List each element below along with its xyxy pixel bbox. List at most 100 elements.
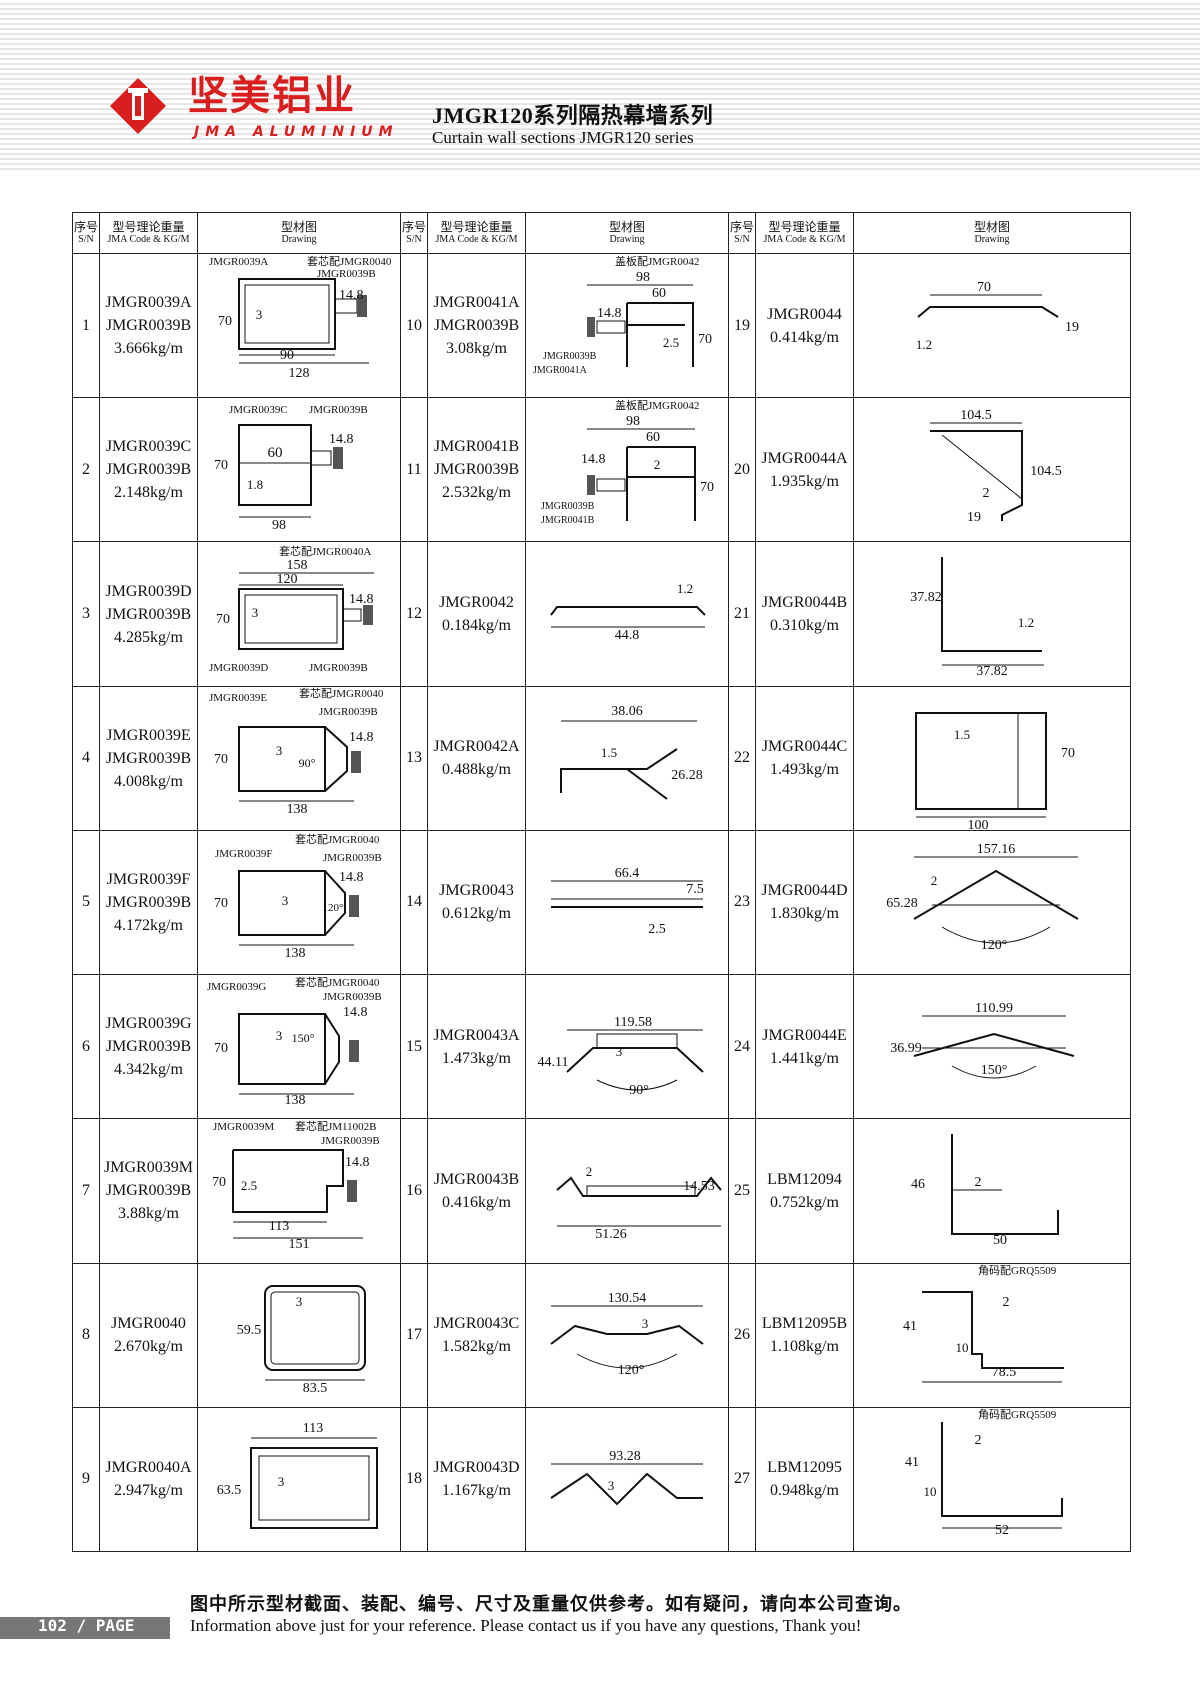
profile-section-sketch: 38.061.526.28 (560, 704, 703, 801)
dimension-label: 套芯配JM11002B (295, 1120, 377, 1133)
profile-weight: 0.184kg/m (442, 617, 511, 635)
dimension-label: 90 (280, 348, 294, 363)
profile-section-sketch: 93.283 (550, 1449, 703, 1506)
dimension-label: JMGR0039F (215, 848, 272, 860)
row-sn: 20 (728, 397, 756, 543)
profile-outline (917, 294, 1059, 318)
row-sn: 17 (400, 1262, 428, 1408)
dimension-label: 2 (654, 457, 661, 472)
dimension-label: 14.8 (339, 288, 364, 303)
dimension-label: 36.99 (890, 1041, 922, 1056)
dimension-label: 60 (652, 286, 666, 301)
dimension-label: 60 (646, 430, 660, 445)
logo-diamond-icon (110, 78, 166, 134)
dimension-label: 2 (975, 1175, 982, 1190)
profile-weight: 3.666kg/m (114, 340, 183, 358)
profile-weight: 4.342kg/m (114, 1061, 183, 1079)
profile-outline (238, 726, 361, 802)
dimension-label: 3 (296, 1294, 303, 1309)
dimension-label: 100 (968, 818, 989, 829)
profile-weight: 2.532kg/m (442, 484, 511, 502)
profile-outline (238, 870, 359, 946)
profile-outline (915, 712, 1047, 818)
row-sn: 11 (400, 397, 428, 543)
dimension-label: 3 (276, 743, 283, 758)
profile-outline (550, 606, 706, 628)
dimension-label: 41 (903, 1319, 917, 1334)
profile-weight: 1.582kg/m (442, 1338, 511, 1356)
profile-code: JMGR0039B (433, 461, 520, 479)
dimension-label: 盖板配JMGR0042 (615, 255, 699, 268)
dimension-label: 93.28 (609, 1449, 641, 1464)
dimension-label: 角码配GRQ5509 (978, 1264, 1057, 1277)
profile-outline (238, 1012, 359, 1095)
row-sn: 9 (72, 1406, 100, 1553)
dimension-label: 3 (616, 1044, 623, 1059)
profile-outline (556, 1176, 722, 1227)
profile-code: JMGR0044A (761, 449, 848, 467)
profile-weight: 3.88kg/m (118, 1205, 179, 1223)
profile-outline (922, 1291, 1064, 1383)
dimension-label: 83.5 (303, 1381, 328, 1396)
dimension-label: 盖板配JMGR0042 (615, 399, 699, 412)
dimension-label: 104.5 (1030, 464, 1062, 479)
dimension-label: 14.8 (581, 452, 606, 467)
dimension-label: JMGR0039B (323, 852, 382, 864)
row-sn: 25 (728, 1118, 756, 1264)
profile-code: JMGR0042 (439, 594, 514, 612)
profile-code: LBM12095B (761, 1315, 848, 1333)
dimension-label: 119.58 (614, 1015, 652, 1030)
profile-weight: 1.473kg/m (442, 1049, 511, 1067)
profile-code: LBM12095 (767, 1459, 842, 1477)
profile-code: JMGR0042A (433, 738, 520, 756)
dimension-label: JMGR0039B (543, 351, 597, 362)
profile-weight: 3.08kg/m (446, 340, 507, 358)
profile-weight: 4.008kg/m (114, 772, 183, 790)
dimension-label: JMGR0039B (317, 268, 376, 280)
dimension-label: 44.11 (538, 1055, 569, 1070)
profile-weight: 0.414kg/m (770, 328, 839, 346)
profile-code: JMGR0039F (106, 870, 191, 888)
row-sn: 4 (72, 685, 100, 831)
dimension-label: 14.8 (339, 870, 364, 885)
dimension-label: 37.82 (976, 664, 1008, 679)
dimension-label: 7.5 (686, 882, 704, 897)
profile-code: JMGR0043 (439, 882, 514, 900)
profile-outline (238, 277, 369, 364)
profile-outline (551, 880, 703, 909)
footer-disclaimer-cn: 图中所示型材截面、装配、编号、尺寸及重量仅供参考。如有疑问，请向本公司查询。 (190, 1594, 912, 1615)
profile-weight: 0.948kg/m (770, 1482, 839, 1500)
dimension-label: 104.5 (960, 408, 992, 423)
row-sn: 13 (400, 685, 428, 831)
dimension-label: 51.26 (595, 1227, 627, 1242)
page-number: 102 / PAGE (38, 1616, 135, 1635)
profile-outline (913, 856, 1079, 944)
dimension-label: 157.16 (977, 842, 1016, 857)
dimension-label: 3 (278, 1474, 285, 1489)
page-title: JMGR120系列隔热幕墙系列 (432, 103, 714, 128)
dimension-label: 44.8 (615, 628, 640, 643)
dimension-label: JMGR0039B (323, 991, 382, 1003)
profile-weight: 0.488kg/m (442, 761, 511, 779)
